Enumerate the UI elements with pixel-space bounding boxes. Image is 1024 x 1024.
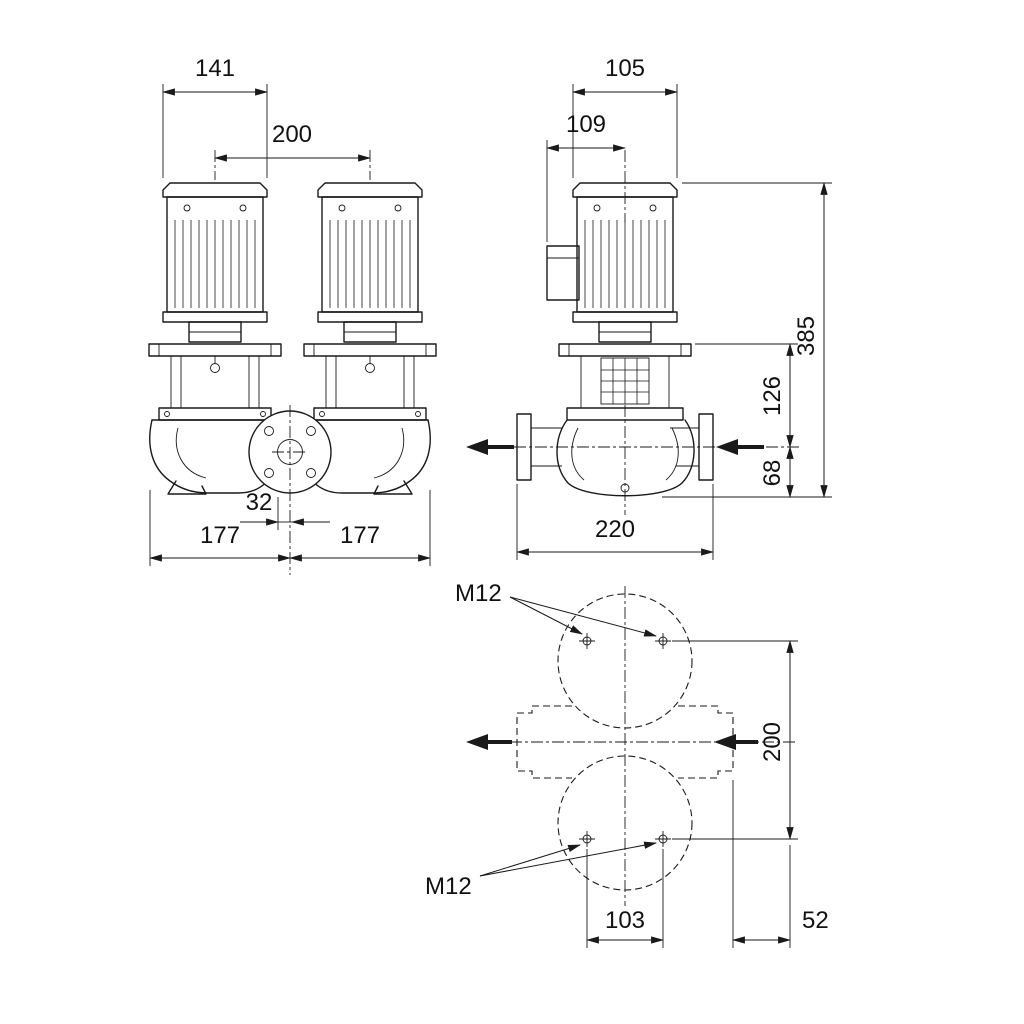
dim-total-height-label: 385 (793, 316, 820, 356)
dim-port-offset-label: 32 (246, 489, 273, 516)
dim-port-length-label: 220 (595, 516, 635, 543)
side-view: 105 109 385 126 68 220 (466, 55, 832, 560)
bolt-thread-top-label: M12 (455, 580, 502, 607)
front-view: 141 200 32 177 177 (148, 55, 437, 575)
plan-annotations: M12 M12 200 103 52 (425, 580, 829, 948)
plan-view: M12 M12 200 103 52 (425, 580, 829, 948)
flow-arrow-icon (466, 734, 488, 750)
bolt-marks (579, 633, 671, 847)
dim-flange-port-height-label: 126 (759, 376, 786, 416)
bolt-icon (579, 633, 595, 649)
top-flange-outline (557, 593, 693, 729)
bolt-thread-bottom-label: M12 (425, 873, 472, 900)
terminal-box (546, 245, 580, 301)
front-volute (149, 405, 431, 575)
front-dimensions: 141 200 32 177 177 (148, 55, 432, 566)
flow-arrow-icon (466, 439, 488, 455)
side-motor (546, 182, 692, 421)
bolt-icon (655, 831, 671, 847)
bottom-flange-outline (557, 755, 693, 891)
dim-bolt-spacing-label: 103 (605, 907, 645, 934)
bolt-icon (655, 633, 671, 649)
side-volute (466, 150, 800, 515)
front-right-motor (303, 182, 437, 421)
dim-motor-diameter-label: 105 (605, 55, 645, 82)
bolt-icon (579, 831, 595, 847)
left-port-outline (516, 705, 572, 779)
dim-head-spacing-label: 200 (272, 121, 312, 148)
flow-arrow-icon (714, 734, 736, 750)
dim-base-left-label: 177 (200, 522, 240, 549)
dim-port-base-height-label: 68 (759, 460, 786, 487)
dim-motor-width-label: 141 (195, 55, 235, 82)
dim-terminal-box-offset-label: 109 (566, 111, 606, 138)
lifting-eye-icon (210, 363, 220, 373)
front-left-motor (148, 182, 282, 421)
dim-bolt-flange-offset-label: 52 (802, 907, 829, 934)
dim-base-right-label: 177 (340, 522, 380, 549)
lifting-eye-icon (365, 363, 375, 373)
side-dimensions: 105 109 385 126 68 220 (515, 55, 832, 560)
dim-flange-spacing-label: 200 (759, 722, 786, 762)
flow-arrow-icon (716, 439, 738, 455)
